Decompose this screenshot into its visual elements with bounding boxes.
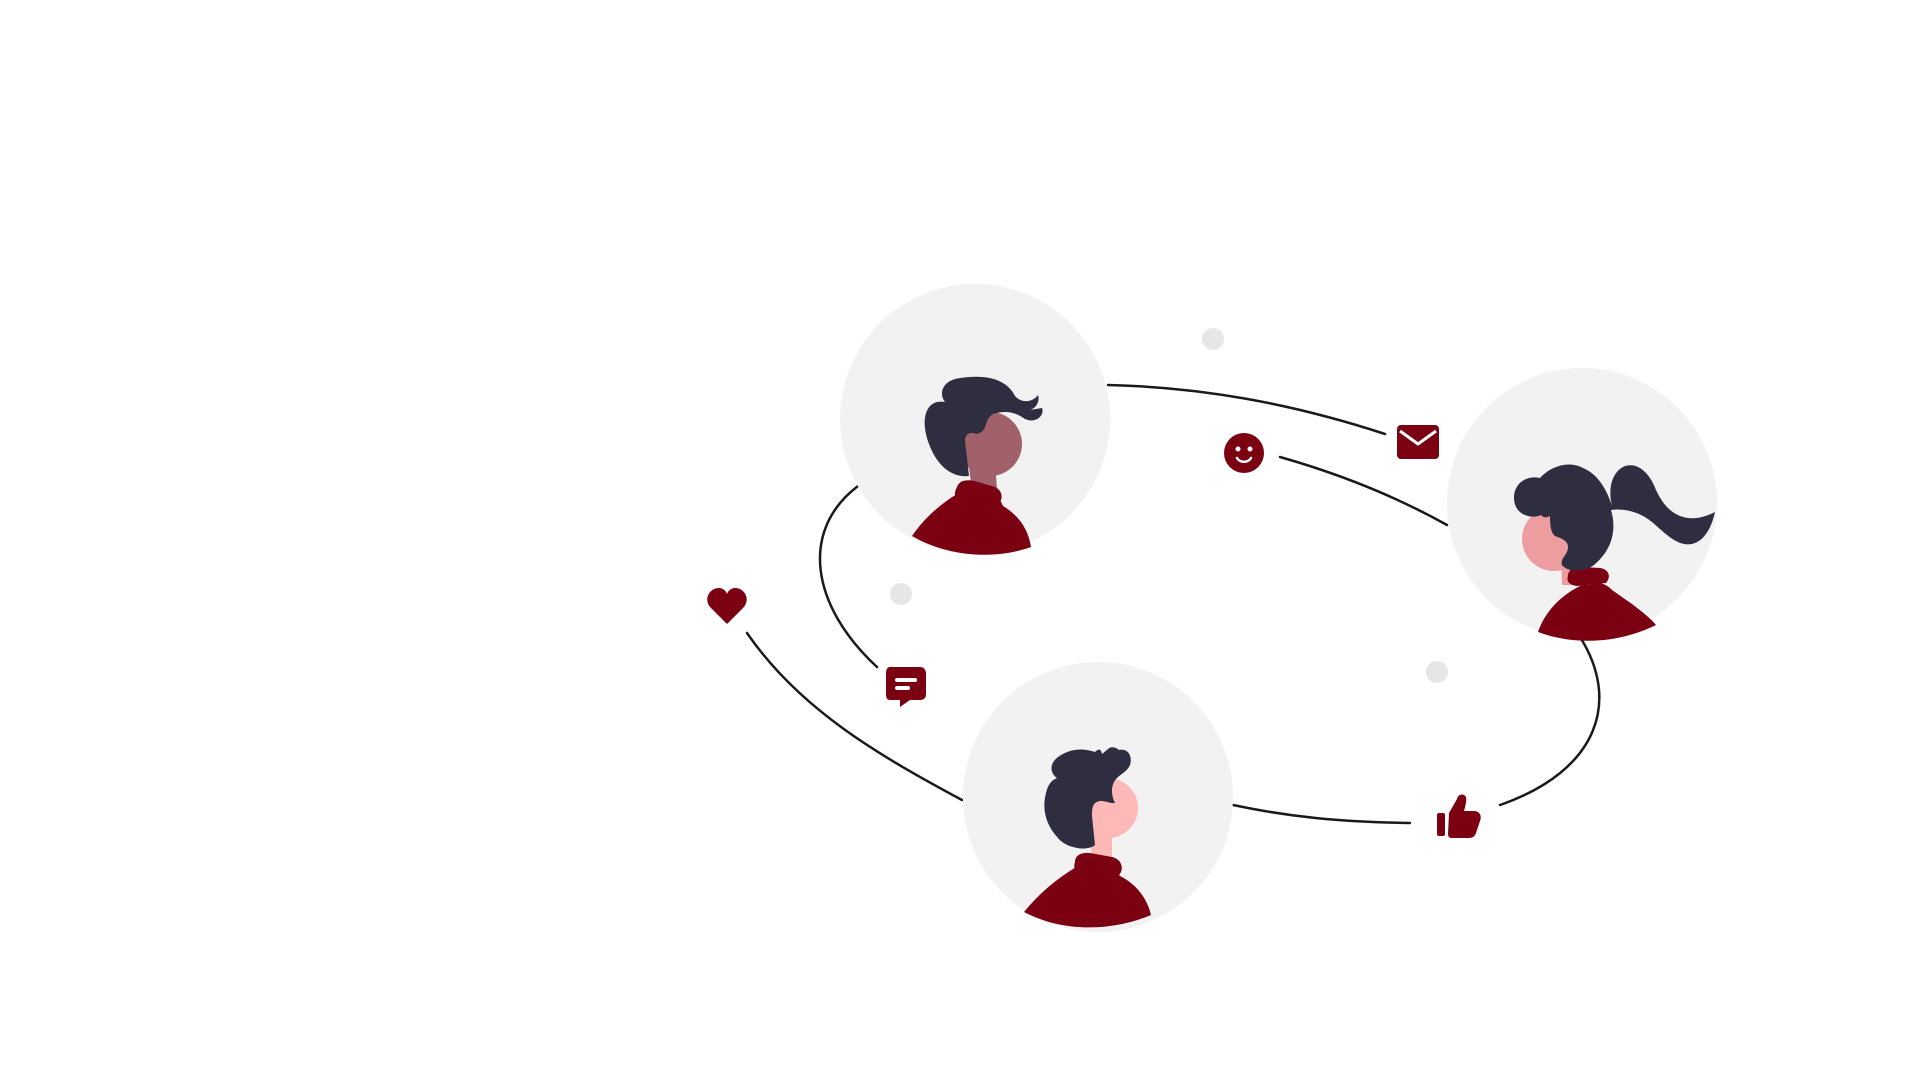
thumbs-up-icon (1437, 794, 1481, 838)
smiley-face (1224, 433, 1264, 473)
dot (1202, 328, 1224, 350)
hair (924, 376, 1043, 477)
connector-top-to-email (1106, 383, 1387, 436)
collar (1567, 567, 1609, 586)
person-right-avatar (1447, 368, 1717, 641)
smiley-icon (1224, 433, 1264, 473)
connector-thumb-to-right (1498, 635, 1601, 807)
thumb-hand (1448, 794, 1481, 838)
email-icon (1397, 425, 1439, 459)
collar (954, 480, 1002, 506)
hair (1513, 464, 1715, 571)
envelope-body (1397, 425, 1439, 459)
dot (890, 583, 912, 605)
smiley-eye-right (1247, 446, 1253, 452)
smiley-mouth (1235, 456, 1253, 463)
heart-icon (707, 588, 747, 624)
person-bottom-avatar (963, 662, 1233, 932)
torso (1538, 582, 1656, 641)
connector-lines (745, 383, 1601, 825)
connector-smiley-to-right (1278, 455, 1449, 527)
person-top-avatar (840, 284, 1110, 555)
chat-icon (886, 667, 926, 707)
connector-bottom-to-thumb (1231, 803, 1412, 825)
thumb-cuff (1437, 813, 1445, 836)
envelope-flap (1399, 429, 1437, 446)
decorative-dots (890, 328, 1448, 683)
hair (1044, 747, 1131, 849)
dot (1426, 661, 1448, 683)
smiley-eye-left (1235, 446, 1241, 452)
collar (1074, 852, 1122, 876)
chat-line (895, 686, 910, 690)
torso (912, 484, 1031, 555)
connector-heart-to-bottom (745, 631, 964, 802)
connector-top-to-chat (818, 484, 879, 669)
heart-shape (707, 588, 747, 624)
torso (1024, 862, 1151, 928)
chat-line (895, 678, 917, 682)
